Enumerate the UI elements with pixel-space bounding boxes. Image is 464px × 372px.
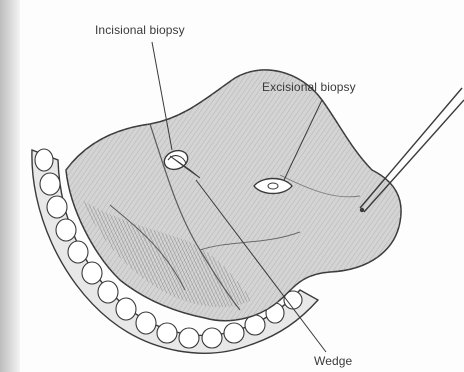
label-incisional-biopsy: Incisional biopsy	[95, 23, 185, 37]
excisional-biopsy-site	[254, 179, 292, 194]
label-excisional-biopsy: Excisional biopsy	[262, 80, 356, 94]
tongue	[66, 70, 401, 321]
label-wedge: Wedge	[314, 354, 352, 368]
